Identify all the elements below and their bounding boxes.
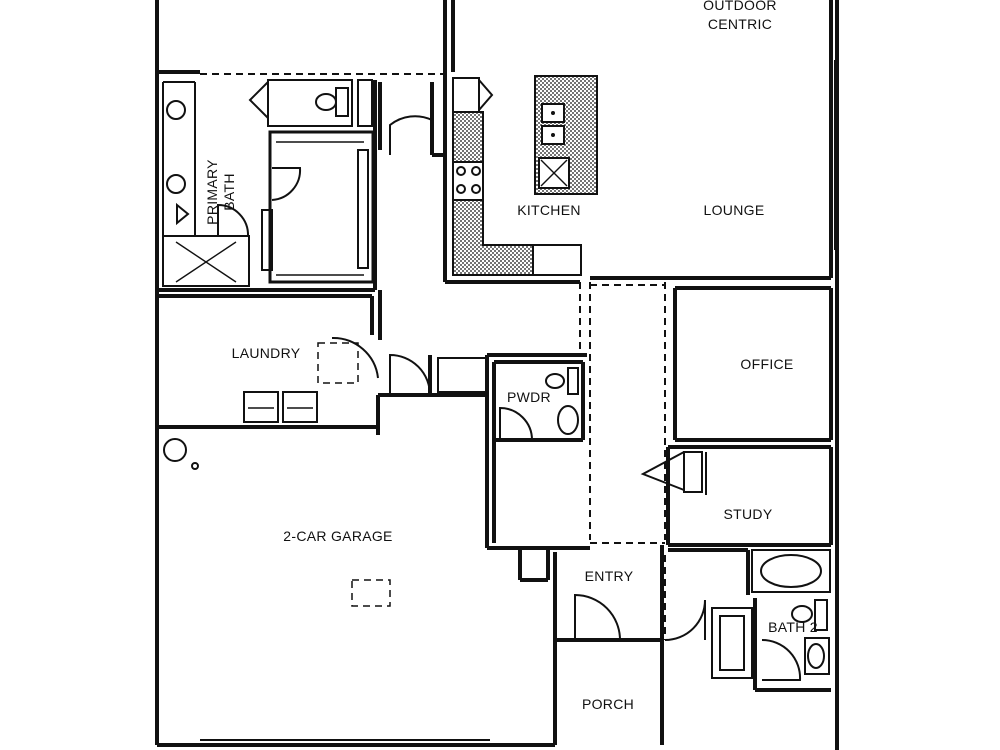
office: OFFICE [673,286,833,442]
office-label: OFFICE [740,356,793,372]
entry: ENTRY [518,545,664,745]
primary-bath: PRIMARY BATH [157,79,377,292]
kitchen-label: KITCHEN [517,202,581,218]
outdoor-centric-label-line1: OUTDOOR [703,0,777,13]
lounge-label: LOUNGE [704,202,765,218]
laundry-label: LAUNDRY [232,345,301,361]
porch-label: PORCH [582,696,634,712]
powder-room: PWDR [485,353,590,550]
exterior-walls [155,0,839,750]
lounge: OUTDOOR CENTRIC LOUNGE [451,0,836,280]
primary-bedroom-walls [157,0,447,75]
laundry: LAUNDRY [157,294,380,429]
study-label: STUDY [724,506,773,522]
entry-label: ENTRY [585,568,634,584]
garage: 2-CAR GARAGE [163,427,490,741]
bath-2-label: BATH 2 [768,619,818,635]
bath-2: BATH 2 [664,548,831,692]
outdoor-centric-label-line2: CENTRIC [708,16,772,32]
porch: PORCH [582,696,634,712]
study: STUDY [640,445,833,547]
pwdr-label: PWDR [507,389,551,405]
garage-label: 2-CAR GARAGE [283,528,392,544]
hallway-openings [579,282,666,640]
primary-bath-label-line1: PRIMARY [204,159,220,225]
garage-entry-door [378,353,487,397]
primary-bath-label-line2: BATH [221,173,237,211]
kitchen: KITCHEN [445,75,598,284]
hall-walls [378,72,447,340]
